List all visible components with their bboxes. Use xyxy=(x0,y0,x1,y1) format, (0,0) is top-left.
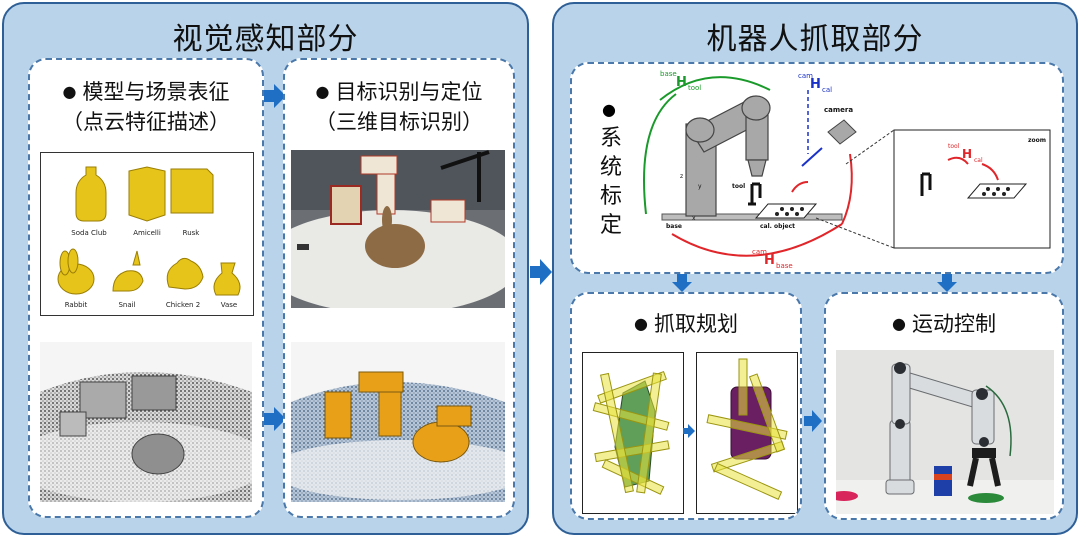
obj-label-amicelli: Amicelli xyxy=(133,229,161,237)
bullet-icon: ● xyxy=(315,82,330,101)
model-heading-line2: （点云特征描述） xyxy=(62,110,230,134)
arrow-right-icon xyxy=(530,259,552,285)
obj-label-rusk: Rusk xyxy=(183,229,201,237)
label-axis-y: y xyxy=(698,183,702,190)
label-axis-z: z xyxy=(680,173,683,180)
label-sub-cal2: cal xyxy=(974,157,983,164)
label-sup-cam2: cam xyxy=(752,248,767,256)
motion-box-heading: ●运动控制 xyxy=(892,312,996,336)
label-sup-cam: cam xyxy=(798,72,813,80)
recognized-point-cloud-image xyxy=(291,342,505,502)
real-scene-photo xyxy=(291,150,505,308)
label-tool: tool xyxy=(732,183,745,190)
grasp-planning-box: ●抓取规划 xyxy=(570,292,802,520)
bullet-icon: ● xyxy=(602,100,616,119)
recog-box-heading: ● 目标识别与定位 （三维目标识别） xyxy=(285,78,513,137)
recog-heading-line2: （三维目标识别） xyxy=(315,110,483,134)
arrow-right-icon xyxy=(264,84,286,108)
object-models-image: Soda Club Amicelli Rusk Rabbit Snail Chi… xyxy=(40,152,254,316)
label-sub-tool: tool xyxy=(688,84,701,92)
model-representation-box: ●模型与场景表征 （点云特征描述） Soda Club Amicelli R xyxy=(28,58,264,518)
calib-vertical-label: 系 统 标 定 xyxy=(599,126,622,238)
motion-control-box: ●运动控制 xyxy=(824,292,1064,520)
label-cal-object: cal. object xyxy=(760,223,795,230)
plan-box-heading: ●抓取规划 xyxy=(634,312,738,336)
recog-heading-line1: 目标识别与定位 xyxy=(335,80,483,104)
scene-point-cloud-image xyxy=(40,342,252,502)
label-sub-cal: cal xyxy=(822,86,832,94)
system-calibration-box: ● 系 统 标 定 xyxy=(570,62,1064,274)
label-zoom: zoom xyxy=(1028,137,1046,144)
label-H-cam-cal: H xyxy=(810,77,821,92)
obj-label-snail: Snail xyxy=(118,301,135,309)
arrow-right-icon xyxy=(264,407,286,431)
label-H-cam-base: H xyxy=(764,253,775,268)
arrow-down-icon xyxy=(937,274,957,292)
label-sup-tool: tool xyxy=(948,143,960,150)
label-base: base xyxy=(666,223,682,230)
arrow-right-icon xyxy=(804,410,822,432)
label-sub-base: base xyxy=(776,262,793,270)
model-heading-line1: 模型与场景表征 xyxy=(82,80,230,104)
grasp-panel: 机器人抓取部分 ● 系 统 标 定 xyxy=(552,2,1078,535)
obj-label-chicken2: Chicken 2 xyxy=(166,301,200,309)
bullet-icon: ● xyxy=(62,82,77,101)
obj-label-rabbit: Rabbit xyxy=(65,301,88,309)
label-camera: camera xyxy=(824,106,853,114)
label-sup-base: base xyxy=(660,70,677,78)
grasp-panel-title: 机器人抓取部分 xyxy=(706,22,924,57)
vision-panel: 视觉感知部分 ● 模型与场景表征 （点云特征描述） Soda Club xyxy=(2,2,529,535)
obj-label-sodaclub: Soda Club xyxy=(71,229,107,237)
label-H-base-tool: H xyxy=(676,75,687,90)
grasp-candidates-image-1 xyxy=(582,352,684,514)
vision-panel-title: 视觉感知部分 xyxy=(172,22,359,57)
robot-arm-photo xyxy=(836,350,1054,514)
grasp-candidates-image-2 xyxy=(696,352,798,514)
label-H-tool-cal: H xyxy=(962,147,972,161)
bullet-icon: ● xyxy=(634,314,648,333)
obj-label-vase: Vase xyxy=(221,301,238,309)
arrow-down-icon xyxy=(672,274,692,292)
hand-eye-calibration-diagram: base H tool cam H cal camera cam H base … xyxy=(643,70,1051,270)
object-recognition-box: ● 目标识别与定位 （三维目标识别） xyxy=(283,58,515,518)
model-box-heading: ● 模型与场景表征 （点云特征描述） xyxy=(30,78,262,137)
label-axis-x: x xyxy=(692,215,696,222)
arrow-right-icon xyxy=(683,424,695,438)
bullet-icon: ● xyxy=(892,314,906,333)
